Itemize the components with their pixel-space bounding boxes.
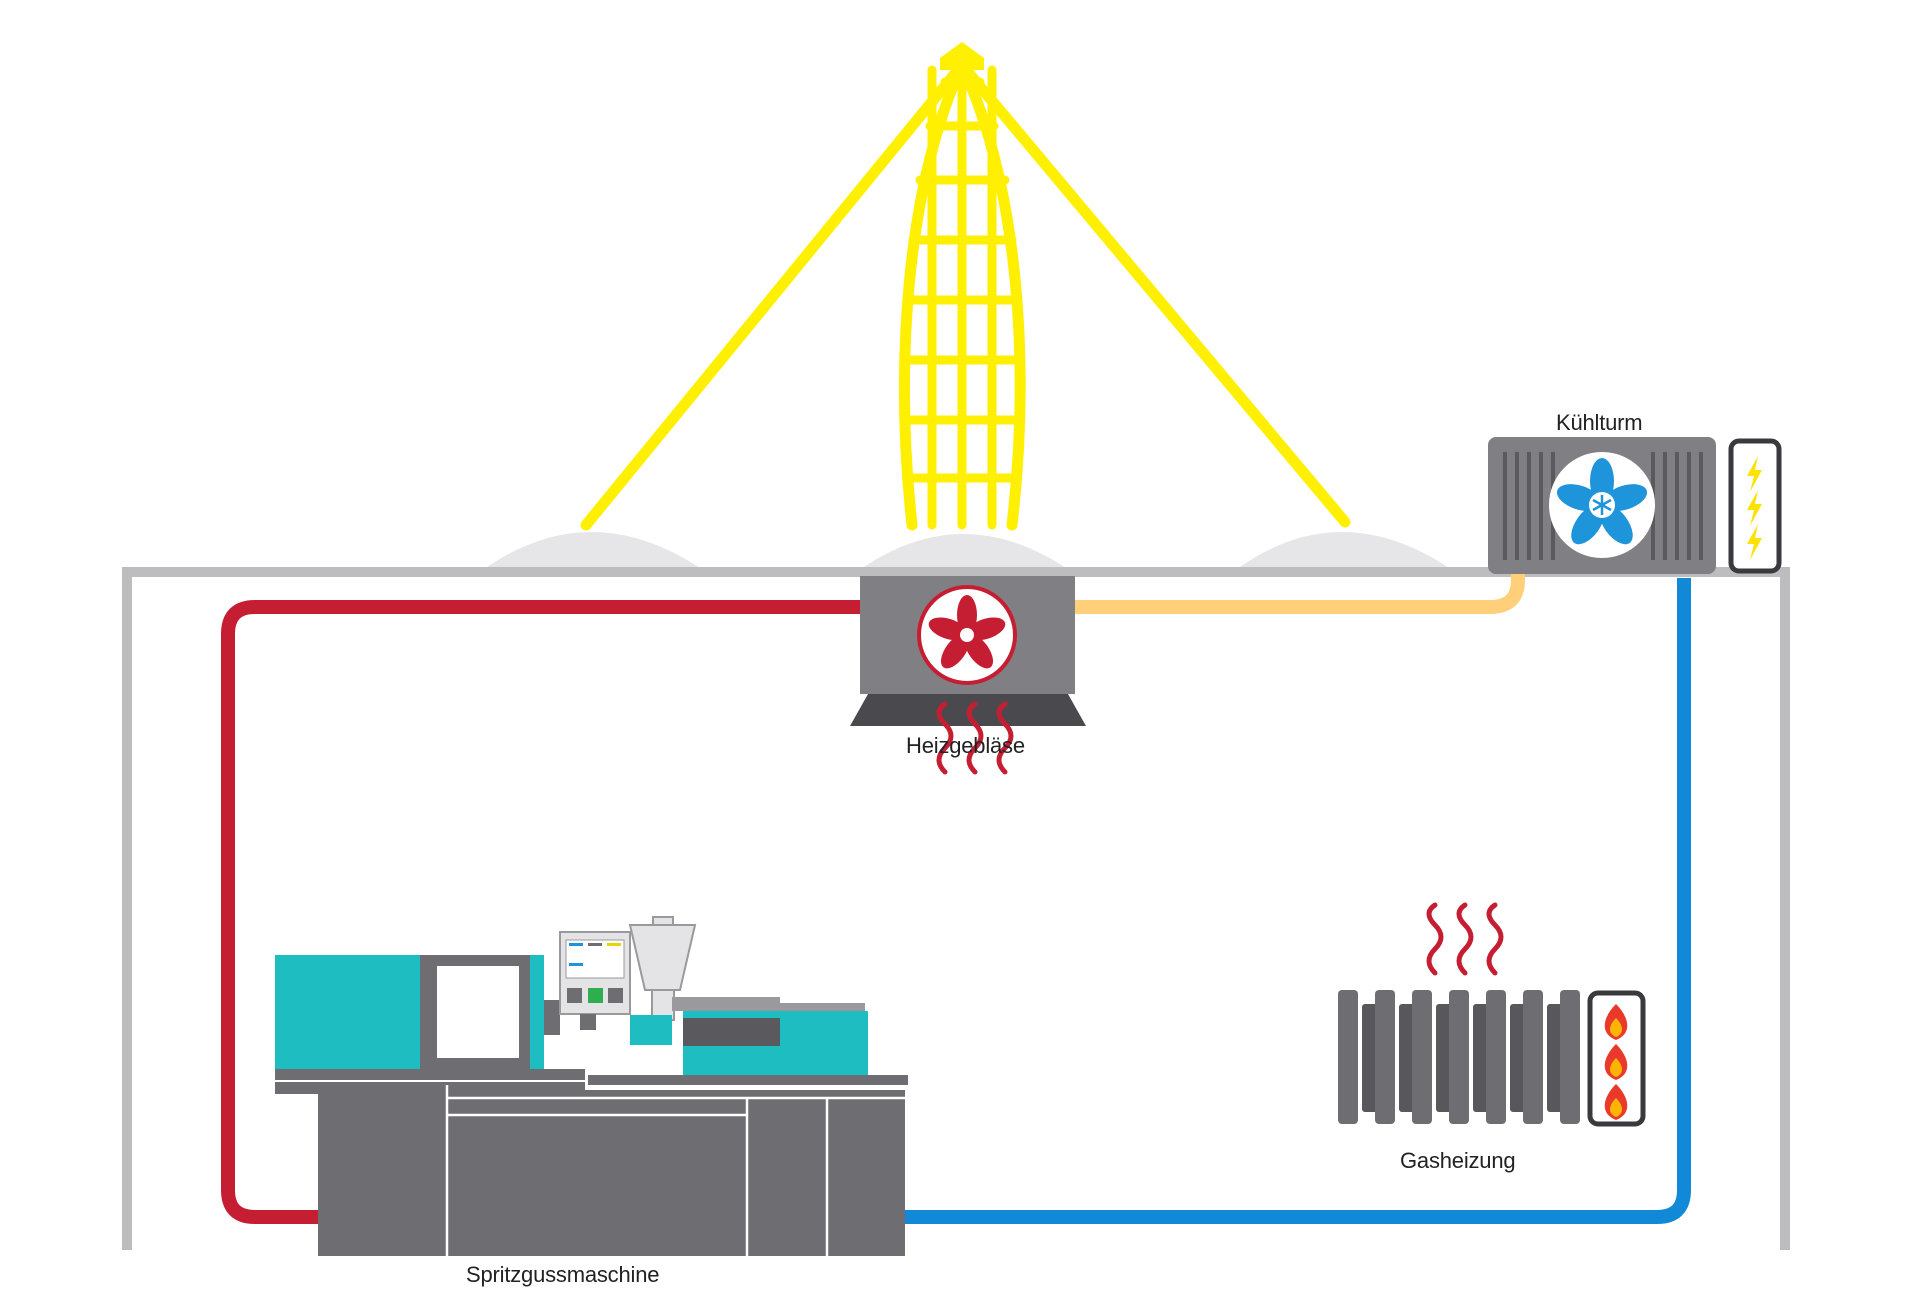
cooling-tower-label: Kühlturm: [1556, 410, 1643, 435]
cooling-fan-snowflake-icon: [1556, 458, 1648, 545]
skylight-right: [1233, 532, 1455, 572]
light-source-cap: [940, 42, 984, 70]
skylight-center: [857, 534, 1072, 572]
injection-machine-label: Spritzgussmaschine: [466, 1262, 660, 1287]
light-cone-grid: [901, 65, 1023, 530]
cooling-tower-icon: [1488, 437, 1716, 574]
heat-wave-icon: [936, 701, 1014, 775]
left-light-beam: [580, 59, 968, 531]
central-light-cone-outline: [899, 59, 1026, 531]
right-light-beam: [956, 59, 1351, 528]
cold-water-pipe: [905, 578, 1691, 1224]
gas-heating-label: Gasheizung: [1400, 1148, 1516, 1173]
hot-water-pipe: [221, 600, 860, 1224]
lightning-bolt-icon: [1728, 438, 1782, 574]
light-beam-structure: [580, 42, 1351, 531]
radiator-icon: [1338, 990, 1580, 1124]
warm-water-pipe: [1075, 572, 1525, 614]
heat-wave-icon: [1426, 902, 1504, 976]
fan-heater-icon: [850, 576, 1086, 726]
flame-icon: [1587, 990, 1646, 1127]
cooling-tower-grille: [1503, 452, 1703, 560]
injection-molding-machine-icon: [275, 916, 908, 1256]
heater-fan-label: Heizgebläse: [906, 733, 1025, 758]
skylight-dome-icon: [480, 532, 1455, 572]
heater-fan-blades: [928, 595, 1006, 669]
skylight-left: [480, 532, 706, 572]
